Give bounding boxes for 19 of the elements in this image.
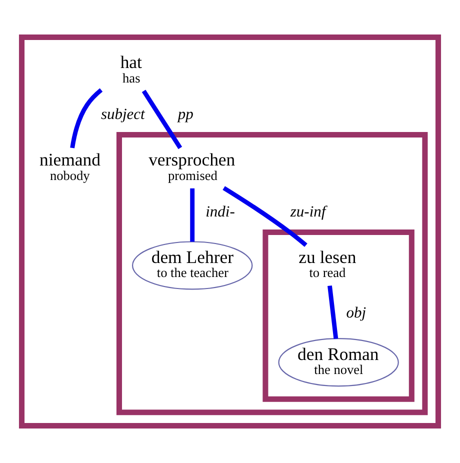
connector bbox=[190, 188, 195, 242]
edge-label: indi- bbox=[206, 203, 235, 220]
connector bbox=[142, 90, 182, 150]
cluster bbox=[116, 132, 428, 416]
edge-label: obj bbox=[346, 304, 366, 322]
connector bbox=[222, 186, 308, 247]
cluster bbox=[18, 34, 442, 428]
node-text: niemand nobody bbox=[39, 150, 100, 183]
connector bbox=[70, 88, 103, 148]
node-ellipse: den Roman the novel bbox=[278, 338, 399, 387]
edge-label: pp bbox=[178, 106, 194, 123]
node-text: hat has bbox=[120, 52, 142, 86]
connector bbox=[328, 286, 338, 340]
edge-label: zu-inf bbox=[290, 203, 326, 220]
node-text: versprochen promised bbox=[148, 150, 236, 183]
node-ellipse: dem Lehrer to the teacher bbox=[132, 241, 253, 290]
node-text: zu lesen to read bbox=[298, 247, 356, 280]
cluster bbox=[262, 229, 414, 402]
edge-label: subject bbox=[100, 106, 145, 123]
